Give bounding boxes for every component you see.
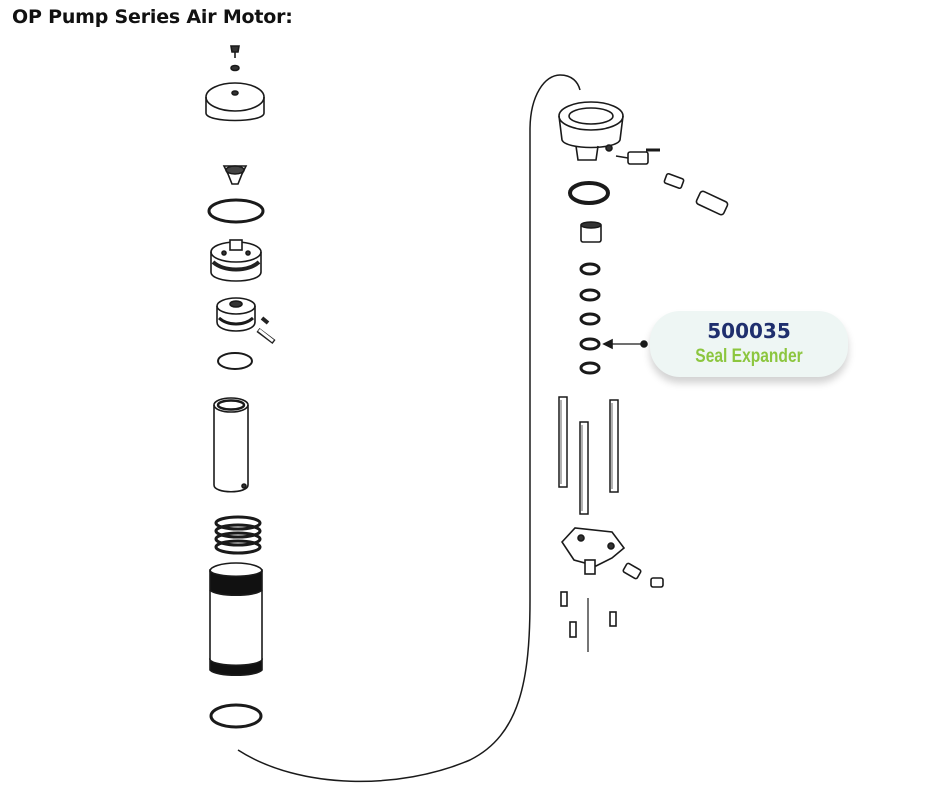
oring-4-icon: [568, 181, 610, 205]
top-cap-icon: [205, 82, 265, 122]
bottom-manifold-icon: [560, 527, 626, 575]
part-callout: 500035 Seal Expander: [650, 311, 848, 377]
pump-housing-icon: [558, 101, 624, 161]
part-name: Seal Expander: [695, 346, 803, 367]
bolts-icon: [560, 591, 617, 652]
air-cylinder-icon: [209, 562, 263, 677]
ball-valve-icon: [615, 148, 660, 165]
piston-head-icon: [210, 239, 262, 282]
valve-body-icon: [216, 297, 256, 332]
cylinder-sleeve-icon: [213, 397, 249, 493]
oring-3-icon: [209, 703, 263, 729]
plug-icon: [650, 577, 664, 588]
pin-icon: [256, 328, 276, 344]
part-number: 500035: [707, 319, 791, 343]
assembly-line: [237, 74, 581, 783]
fitting-icon: [663, 172, 685, 190]
callout-pointer: [602, 338, 648, 350]
oring-1-icon: [207, 198, 265, 224]
packing-nut-icon: [580, 221, 602, 243]
small-pin-icon: [260, 316, 270, 325]
oring-2-icon: [217, 352, 253, 370]
small-oring-icon: [230, 64, 240, 72]
valve-cap-icon: [222, 165, 248, 185]
coupler-icon: [695, 190, 729, 216]
tie-rods-icon: [558, 396, 619, 515]
seal-expander-icon: [579, 337, 601, 351]
page-title: OP Pump Series Air Motor:: [12, 6, 293, 28]
spring-icon: [214, 515, 262, 555]
seal-stack-icon: [579, 262, 601, 375]
check-fitting-icon: [622, 562, 642, 580]
top-screw-icon: [230, 45, 240, 58]
